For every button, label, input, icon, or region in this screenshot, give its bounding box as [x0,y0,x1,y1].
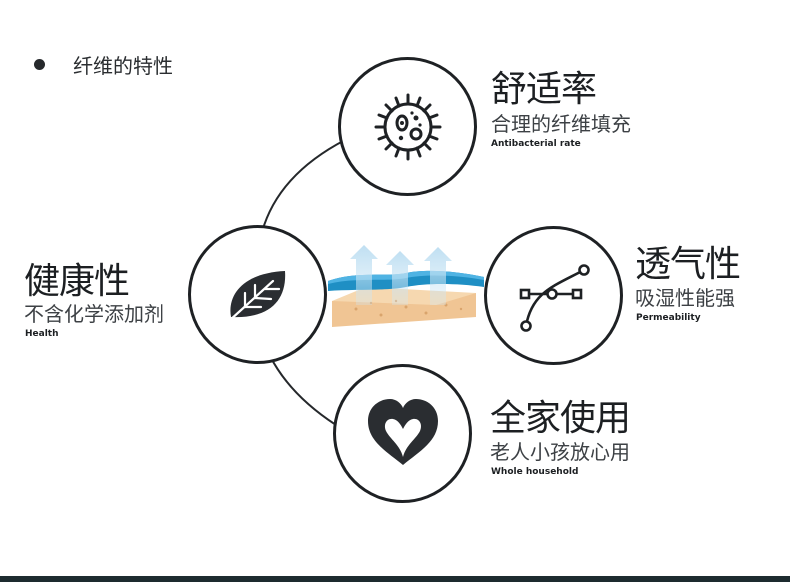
breathability-english: Permeability [636,313,701,323]
comfort-circle [338,57,477,196]
breathability-circle [484,226,623,365]
family-title: 全家使用 [490,398,631,439]
health-subtitle: 不含化学添加剂 [24,302,164,326]
bacteria-icon [374,93,441,160]
family-subtitle: 老人小孩放心用 [490,440,630,464]
family-english: Whole household [491,467,579,477]
breathability-subtitle: 吸湿性能强 [635,286,735,310]
health-english: Health [25,329,59,339]
bezier-curve-icon [519,263,590,332]
comfort-english: Antibacterial rate [491,139,581,149]
page-heading: 纤维的特性 [73,54,173,78]
fabric-layer-airflow-icon [328,245,484,327]
comfort-subtitle: 合理的纤维填充 [491,112,631,136]
health-title: 健康性 [24,261,130,302]
heart-icon [367,398,438,465]
health-circle [188,225,327,364]
family-circle [333,364,472,503]
footer-bar [0,576,790,582]
bullet-icon [34,59,45,70]
leaf-icon [227,270,285,322]
comfort-title: 舒适率 [491,69,597,110]
breathability-title: 透气性 [635,244,741,285]
